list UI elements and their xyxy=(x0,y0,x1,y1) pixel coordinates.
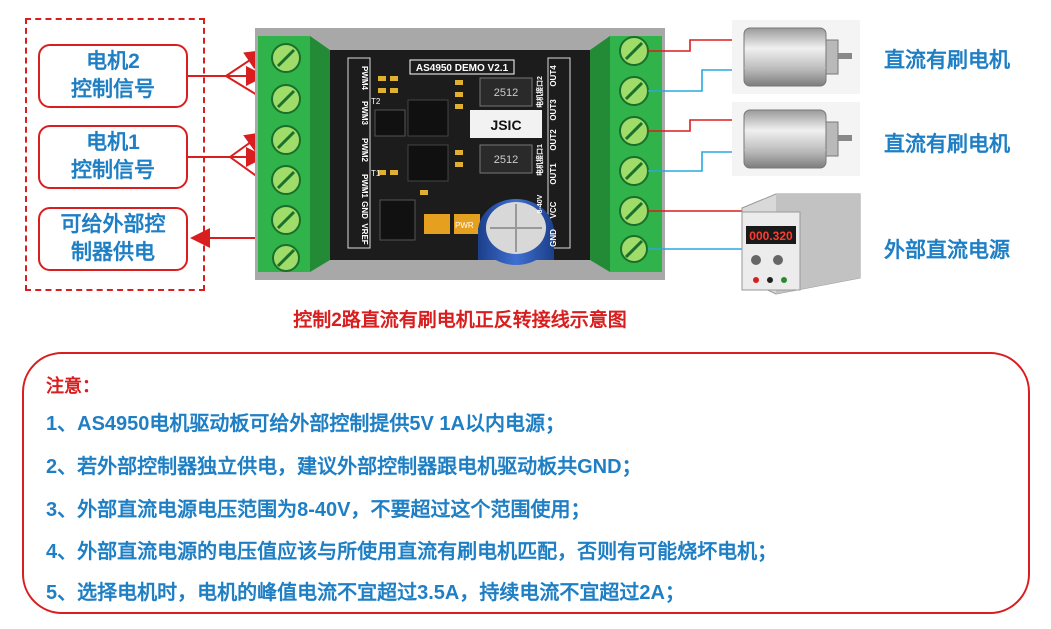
note-item-3: 3、外部直流电源电压范围为8-40V，不要超过这个范围使用； xyxy=(46,499,591,521)
diagram-caption: 控制2路直流有刷电机正反转接线示意图 xyxy=(293,310,627,331)
pin-gnd-right: GND xyxy=(549,229,558,247)
notes-title: 注意： xyxy=(46,376,100,396)
note-item-4: 4、外部直流电源的电压值应该与所使用直流有刷电机匹配，否则有可能烧坏电机； xyxy=(46,541,778,563)
left-pin-labels: PWM4 PWM3 PWM2 PWM1 GND VREF xyxy=(360,66,369,245)
dc-motor-bottom xyxy=(732,102,860,176)
pin-out3: OUT3 xyxy=(549,99,558,121)
right-pin-labels: OUT4 OUT3 OUT2 OUT1 VCC GND 电机接口2 电机接口1 … xyxy=(535,65,558,247)
pin-pwm3: PWM3 xyxy=(360,101,369,126)
board-brand: JSIC xyxy=(490,117,521,133)
motor1-signal-line2: 控制信号 xyxy=(71,159,155,182)
dc-power-supply: 000.320 xyxy=(741,193,861,295)
signal-arrows xyxy=(188,49,266,248)
pin-out4: OUT4 xyxy=(549,65,558,87)
motor1-signal-label: 电机1 控制信号 xyxy=(38,125,188,189)
pin-out2: OUT2 xyxy=(549,129,558,151)
pin-pwm2: PWM2 xyxy=(360,138,369,163)
pin-vcc: VCC xyxy=(549,201,558,218)
controller-region xyxy=(25,18,205,291)
motor1-signal-line1: 电机1 xyxy=(86,131,140,154)
board-title: AS4950 DEMO V2.1 xyxy=(416,63,509,74)
pin-pwm1: PWM1 xyxy=(360,174,369,199)
motor2-port-label: 电机接口2 xyxy=(535,76,544,108)
external-power-supply-label: 可给外部控 制器供电 xyxy=(38,207,188,271)
pin-out1: OUT1 xyxy=(549,163,558,185)
pin-pwm4: PWM4 xyxy=(360,66,369,91)
notes-box xyxy=(22,352,1030,614)
t2-label: T2 xyxy=(371,97,381,106)
note-item-2: 2、若外部控制器独立供电，建议外部控制器跟电机驱动板共GND； xyxy=(46,456,642,478)
pin-gnd-left: GND xyxy=(360,201,369,219)
external-power-line1: 可给外部控 xyxy=(60,213,166,236)
motor1-port-label: 电机接口1 xyxy=(535,144,544,176)
right-terminal-block xyxy=(590,36,662,272)
t1-label: T1 xyxy=(371,169,381,178)
resistor-marking-bottom: 2512 xyxy=(494,154,518,166)
note-item-5: 5、选择电机时，电机的峰值电流不宜超过3.5A，持续电流不宜超过2A； xyxy=(46,582,685,604)
motor2-signal-line1: 电机2 xyxy=(86,50,140,73)
psu-display: 000.320 xyxy=(749,229,793,243)
pin-vref: VREF xyxy=(360,223,369,244)
motor-label-top: 直流有刷电机 xyxy=(884,49,1010,72)
external-power-line2: 制器供电 xyxy=(71,241,155,264)
left-terminal-block xyxy=(258,36,330,272)
note-item-1: 1、AS4950电机驱动板可给外部控制提供5V 1A以内电源； xyxy=(46,413,565,435)
motor-label-bottom: 直流有刷电机 xyxy=(884,133,1010,156)
wiring-diagram: AS4950 DEMO V2.1 JSIC 2512 2512 PWR T2 T… xyxy=(188,20,861,295)
voltage-range-label: 8-40V xyxy=(537,194,544,213)
dc-motor-top xyxy=(732,20,860,94)
resistor-marking-top: 2512 xyxy=(494,87,518,99)
motor2-signal-line2: 控制信号 xyxy=(71,78,155,101)
power-supply-label: 外部直流电源 xyxy=(884,239,1010,262)
pwr-label: PWR xyxy=(455,221,474,230)
pcb-components xyxy=(374,76,554,265)
motor2-signal-label: 电机2 控制信号 xyxy=(38,44,188,108)
